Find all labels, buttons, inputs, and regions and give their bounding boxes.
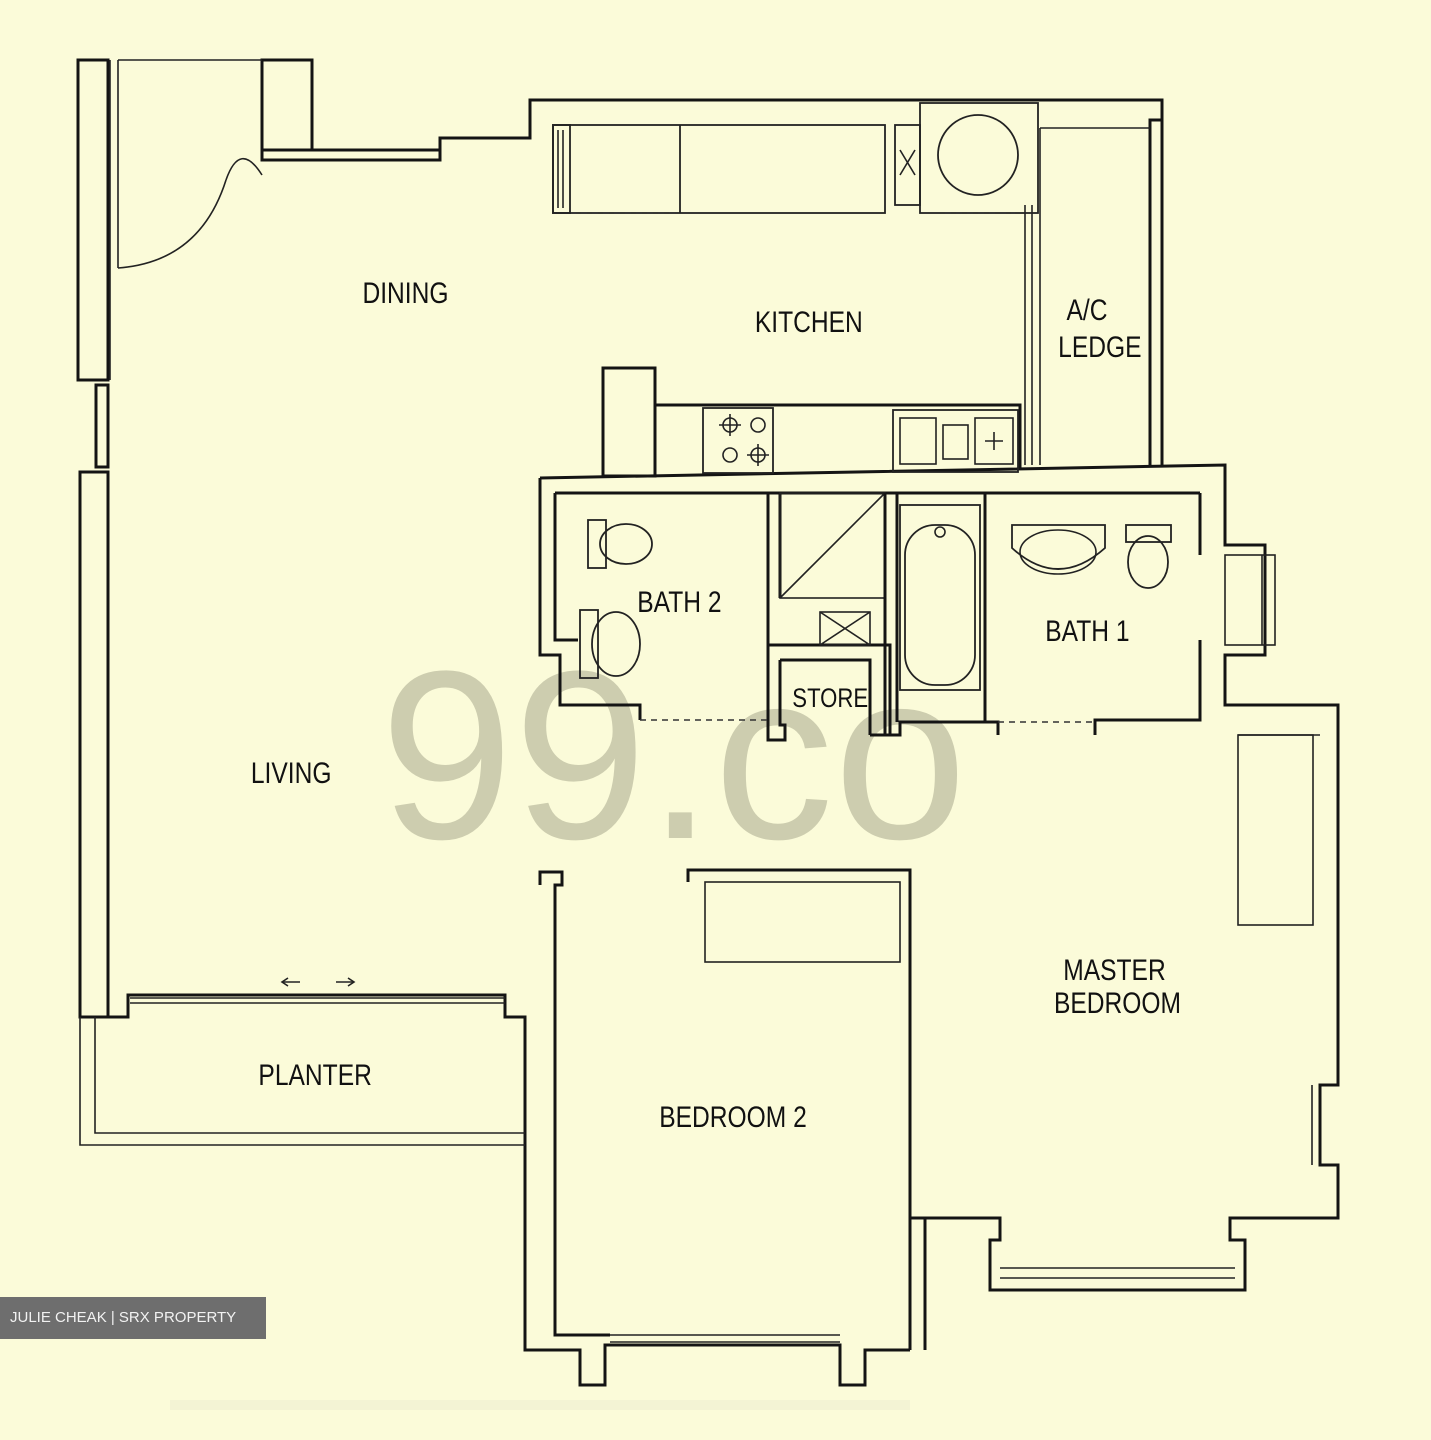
label-living: LIVING: [251, 756, 332, 790]
label-dining: DINING: [362, 276, 448, 310]
kitchen-fixtures: [552, 102, 1039, 474]
walls: [76, 58, 1340, 1387]
label-bath-1: BATH 1: [1045, 614, 1129, 648]
label-store: STORE: [792, 684, 868, 714]
label-kitchen: KITCHEN: [755, 305, 863, 339]
label-bedroom-2: BEDROOM 2: [659, 1100, 807, 1134]
agent-badge: JULIE CHEAK | SRX PROPERTY: [0, 1297, 266, 1339]
label-ac-ledge-2: LEDGE: [1058, 330, 1141, 364]
label-bath-2: BATH 2: [637, 585, 721, 619]
watermark: 99.co: [380, 621, 967, 889]
bath-fixtures: [579, 504, 1172, 691]
label-master-1: MASTER: [1063, 953, 1165, 987]
entry-door: [109, 59, 263, 380]
label-ac-ledge-1: A/C: [1066, 293, 1107, 327]
slide-arrows: [280, 977, 356, 987]
bottom-strip: [170, 1400, 910, 1410]
label-master-2: BEDROOM: [1054, 986, 1181, 1020]
label-planter: PLANTER: [258, 1058, 371, 1092]
room-labels: DINING KITCHEN A/C LEDGE BATH 2 BATH 1 S…: [251, 276, 1181, 1134]
